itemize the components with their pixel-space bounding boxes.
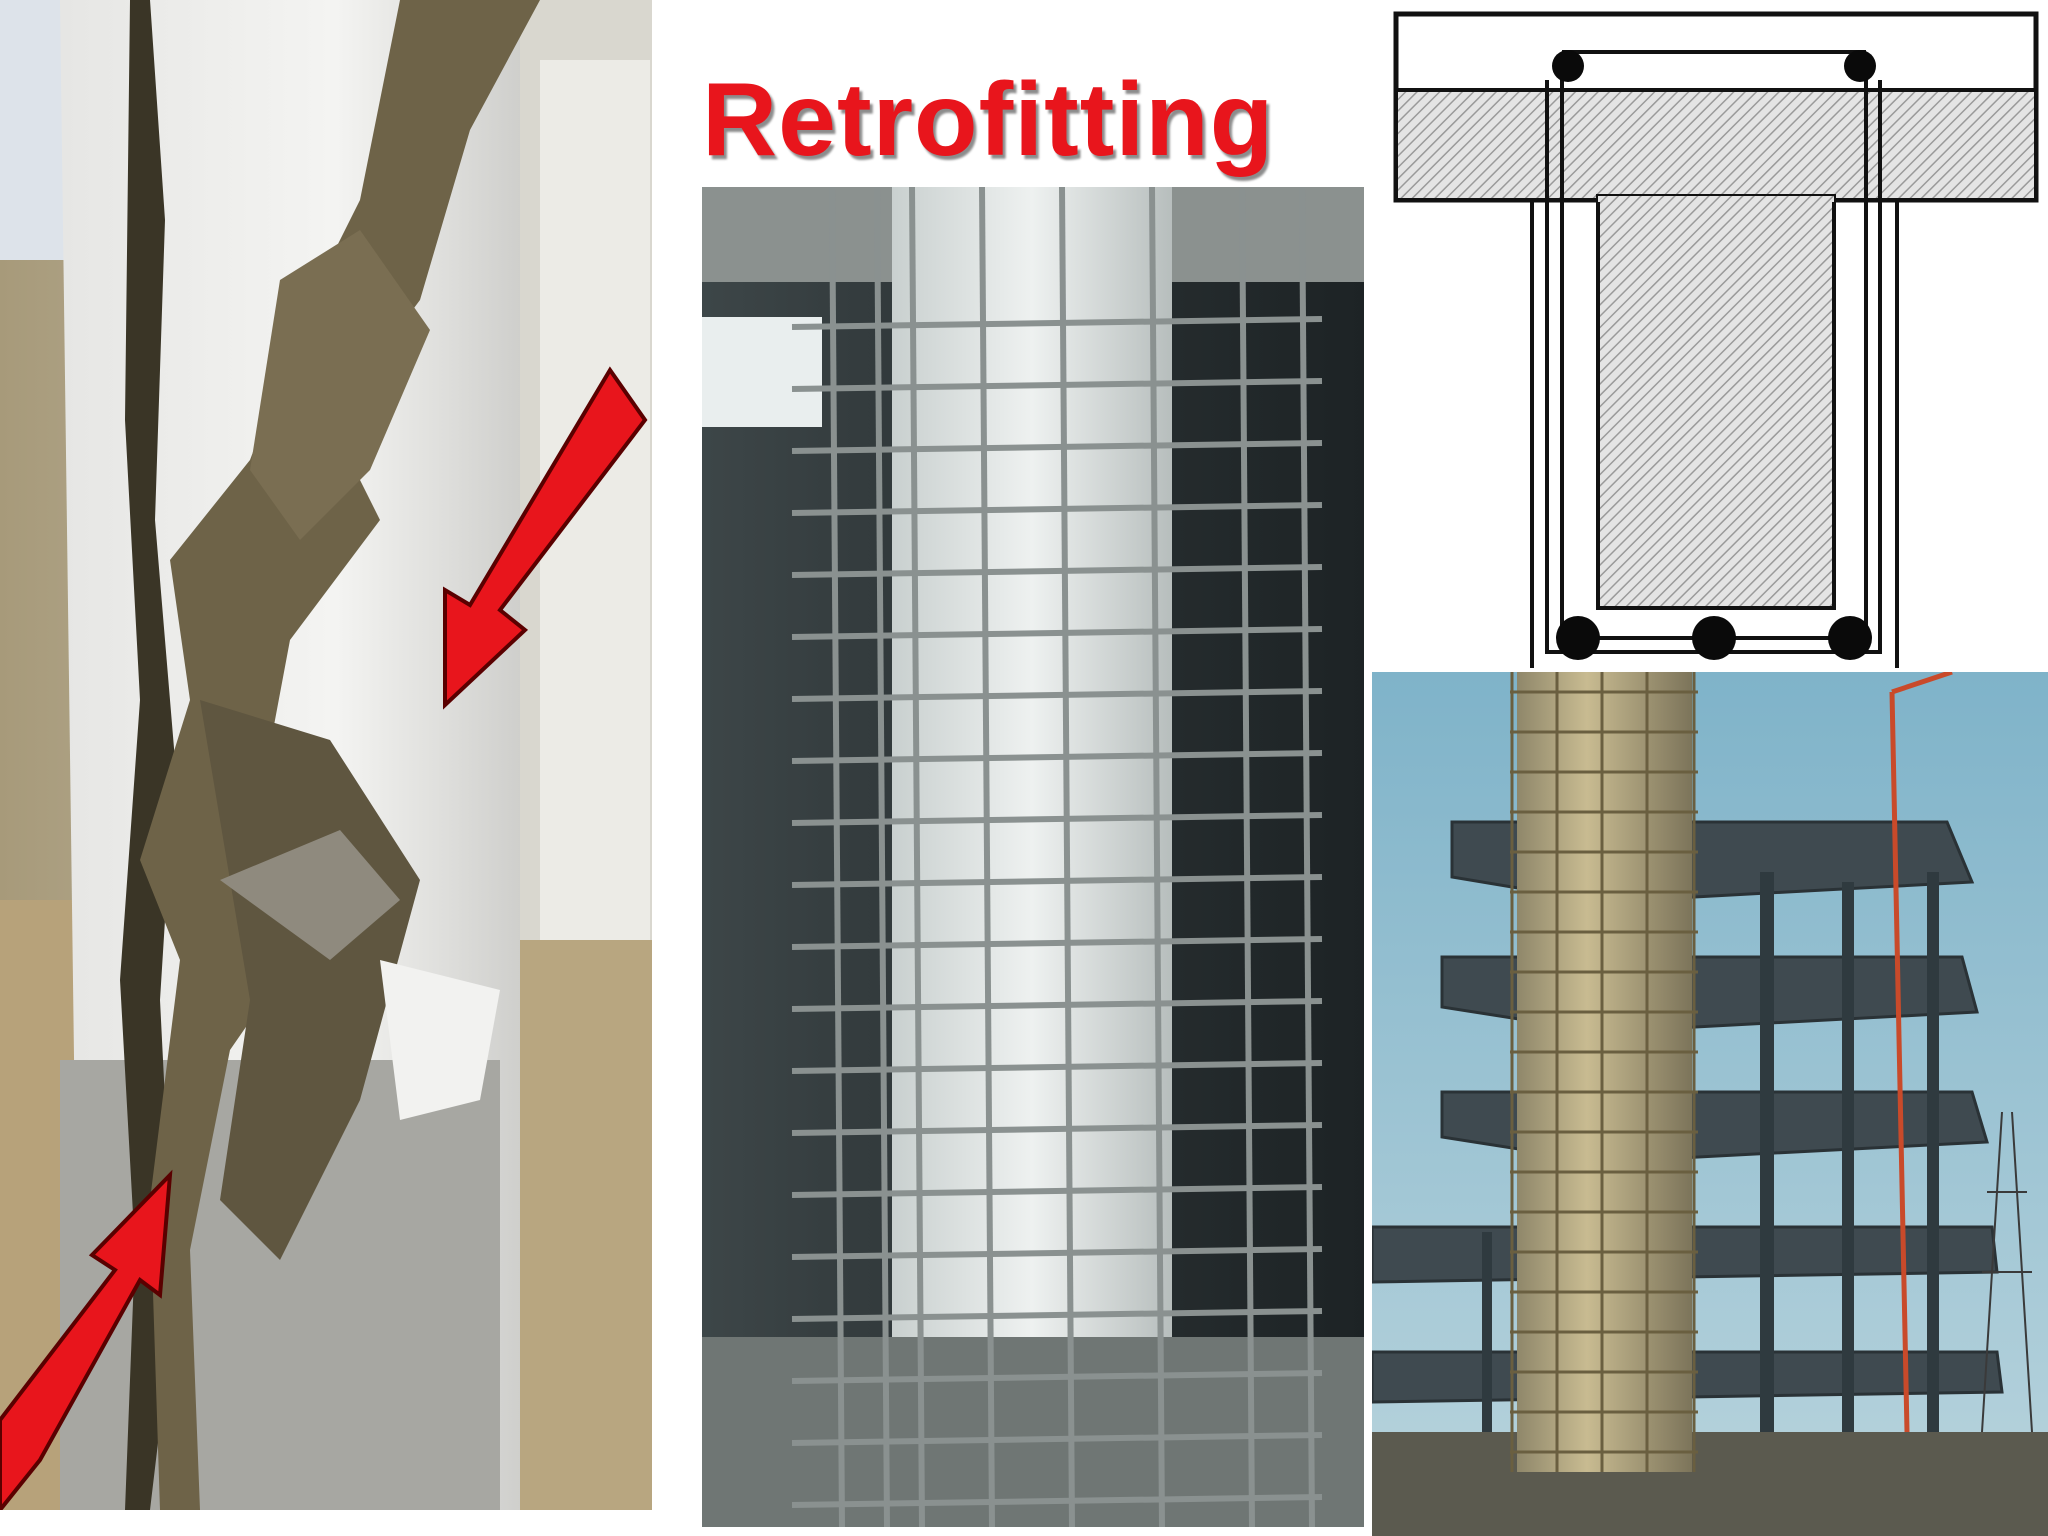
column-rebar-jacket-photo	[702, 187, 1364, 1527]
red-arrow-upper	[443, 366, 648, 710]
building-shear-wall-retrofit-photo	[1372, 672, 2048, 1536]
red-arrow-lower	[0, 1169, 173, 1510]
slide-title: Retrofitting	[702, 62, 1275, 178]
damaged-column-photo	[0, 0, 652, 1510]
rebar-dots	[1552, 50, 1876, 660]
t-beam-cross-section-drawing	[1372, 0, 2048, 668]
